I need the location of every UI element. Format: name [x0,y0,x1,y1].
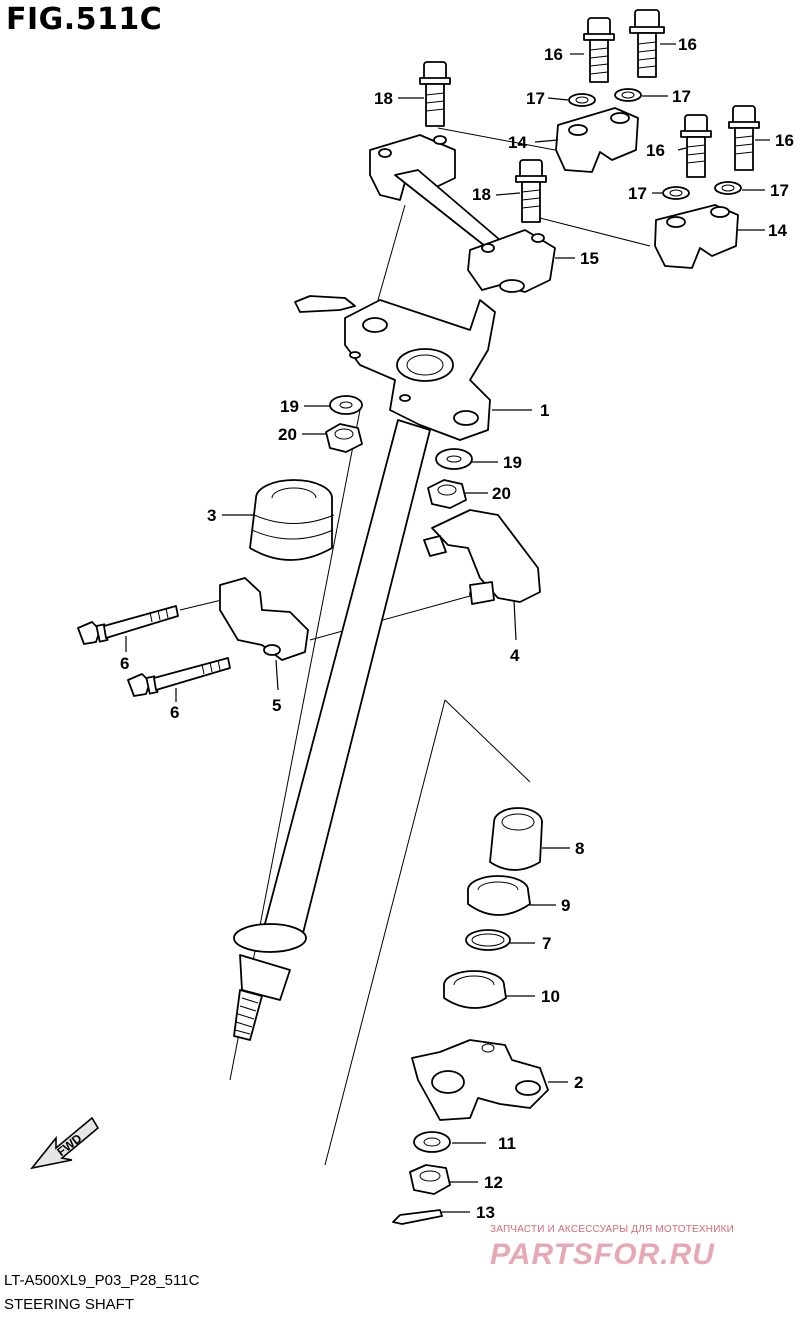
callout-20: 20 [492,484,511,503]
castle-nut-12 [409,1164,451,1195]
callout-16: 16 [775,131,794,150]
callout-labels: 16 16 16 16 17 17 17 17 14 14 18 18 15 1… [120,35,794,1222]
model-code: LT-A500XL9_P03_P28_511C [4,1272,200,1289]
callout-6: 6 [170,703,179,722]
bolt-18-b [515,159,547,223]
clip-pin [294,295,356,313]
washer-19-b [435,448,473,470]
callout-2: 2 [574,1073,583,1092]
callout-9: 9 [561,896,570,915]
bearing-9 [467,875,531,916]
washer-17-d [714,181,742,195]
callout-20: 20 [278,425,297,444]
steering-bushing-3 [249,479,335,561]
shaft-holder-4 [423,509,541,605]
bolt-16-a [583,17,615,83]
bolt-6-a [77,605,179,645]
callout-13: 13 [476,1203,495,1222]
callout-5: 5 [272,696,281,715]
callout-19: 19 [280,397,299,416]
shaft-holder-5 [219,577,309,661]
callout-3: 3 [207,506,216,525]
callout-4: 4 [510,646,520,665]
callout-18: 18 [374,89,393,108]
callout-15: 15 [580,249,599,268]
callout-19: 19 [503,453,522,472]
figure-caption: STEERING SHAFT [4,1296,135,1313]
bolt-6-b [127,657,231,697]
nut-20-b [427,479,467,509]
washer-11 [413,1131,451,1153]
callout-6: 6 [120,654,129,673]
figure-title: FIG.511C [6,2,163,37]
callout-17: 17 [672,87,691,106]
steering-arm-2 [411,1039,549,1121]
callout-11: 11 [498,1134,516,1153]
nut-20-a [325,423,363,453]
washer-17-a [568,93,596,107]
bolt-16-c [680,114,712,178]
callout-18: 18 [472,185,491,204]
callout-16: 16 [678,35,697,54]
fwd-arrow-icon: FWD [30,1116,100,1170]
handlebar-holder-14-b [654,204,739,269]
callout-10: 10 [541,987,560,1006]
callout-16: 16 [544,45,563,64]
washer-17-c [662,186,690,200]
callout-14: 14 [768,221,787,240]
bolt-16-d [728,105,760,171]
bushing-8 [489,807,543,871]
watermark-text: ЗАПЧАСТИ И АКСЕССУАРЫ ДЛЯ МОТОТЕХНИКИ [490,1224,735,1235]
callout-17: 17 [770,181,789,200]
bolt-18-a [419,61,451,127]
washer-17-b [614,88,642,102]
handlebar-holder-14-a [555,107,639,173]
o-ring-7 [465,929,511,951]
oil-seal-10 [443,970,507,1009]
callout-14: 14 [508,133,527,152]
callout-17: 17 [526,89,545,108]
leader-lines [125,43,770,1213]
washer-19-a [329,395,363,415]
handlebar-holder-lower-15 [369,134,556,293]
callout-8: 8 [575,839,584,858]
callout-16: 16 [646,141,665,160]
watermark-logo: PARTSFOR.RU [490,1238,715,1271]
callout-7: 7 [542,934,551,953]
callout-12: 12 [484,1173,503,1192]
cotter-pin-13 [392,1209,443,1225]
steering-shaft-1 [233,299,496,1041]
callout-1: 1 [540,401,549,420]
bolt-16-b [629,9,665,78]
callout-17: 17 [628,184,647,203]
